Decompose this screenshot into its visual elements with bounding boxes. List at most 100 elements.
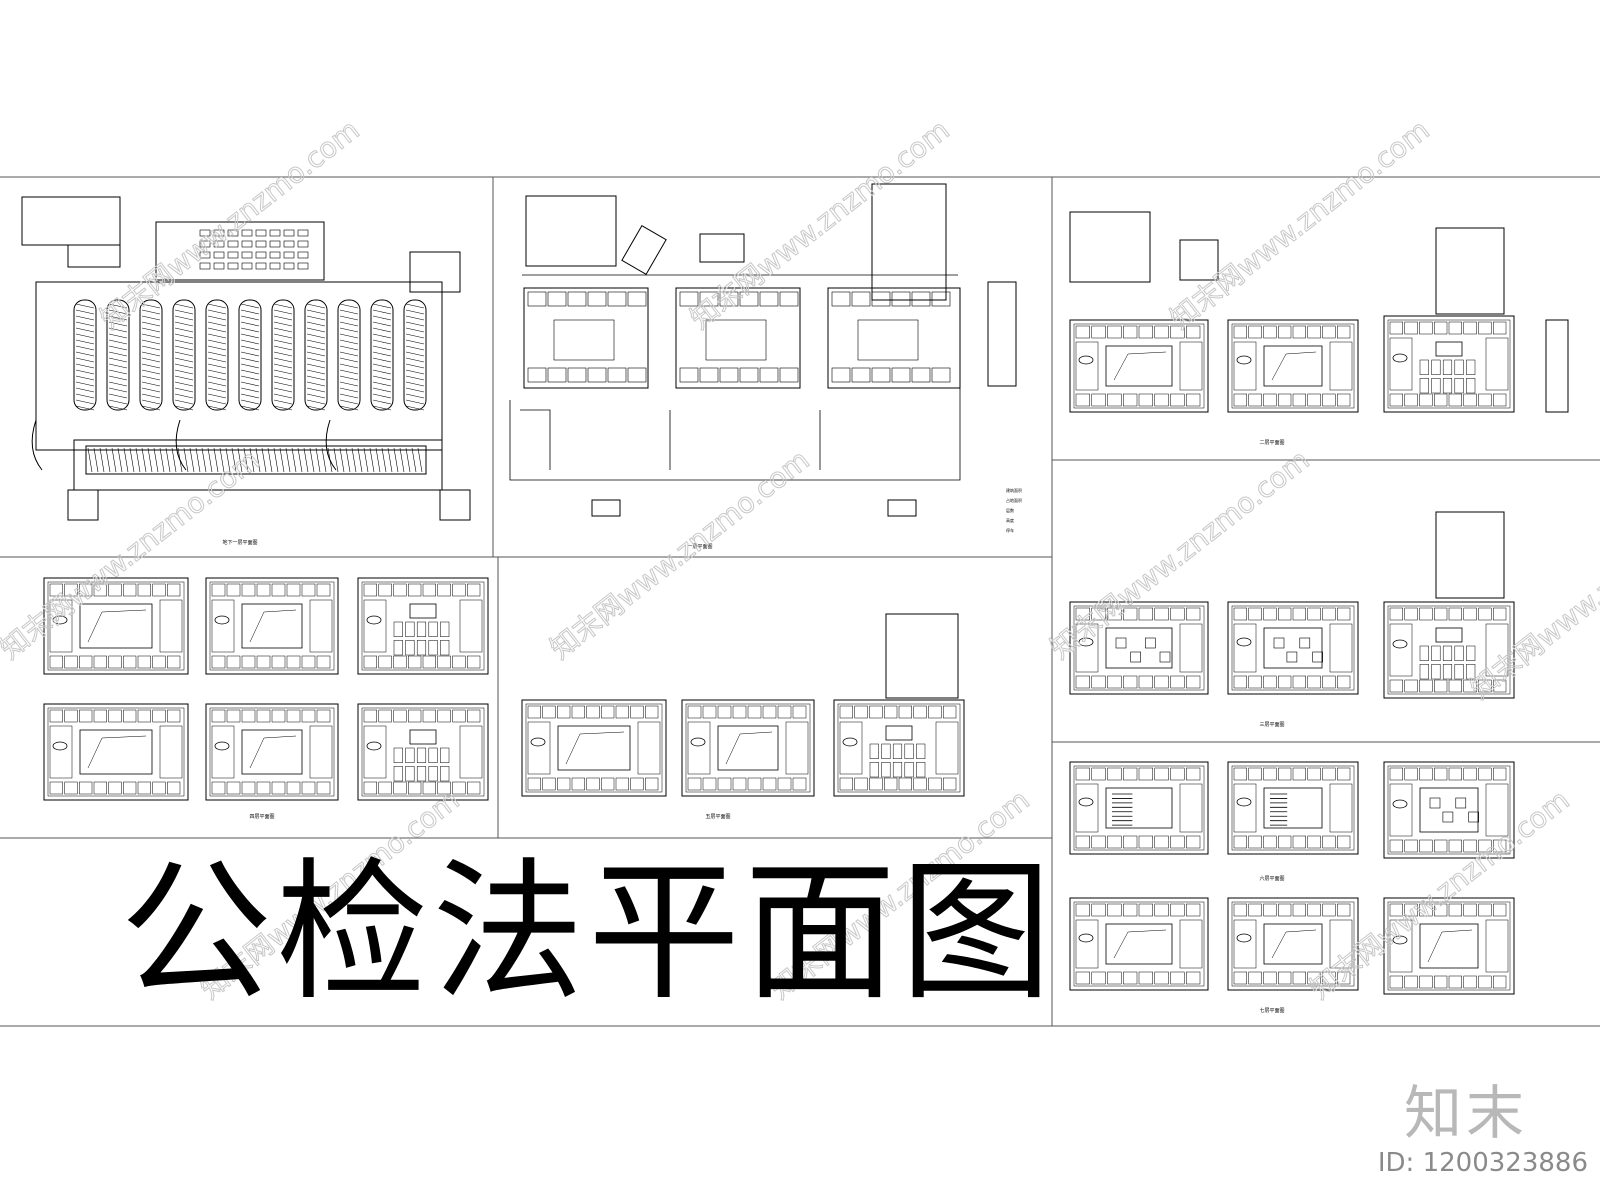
stair-plan [1545, 319, 1569, 413]
parking-row [139, 299, 163, 411]
lower-left-caption: 四层平面图 [249, 814, 274, 820]
room [739, 367, 759, 383]
tower-plan [885, 613, 959, 699]
room [719, 367, 739, 383]
parking-row [370, 299, 394, 411]
svg-text:停车: 停车 [1006, 527, 1014, 533]
annex-plan [1179, 239, 1219, 281]
floor-plan [43, 577, 189, 675]
site-notes: 建筑面积 占地面积 层数 高度 停车 [1006, 487, 1022, 533]
floor-plan [1227, 761, 1359, 855]
image-id: ID: 1200323886 [1377, 1148, 1588, 1178]
tower-plan [1435, 511, 1505, 599]
drawing-title: 公检法平面图 [120, 844, 1056, 1021]
watermark-text: 知末网www.znzmo.com [1464, 483, 1600, 705]
watermark-text: 知末网www.znzmo.com [0, 443, 266, 665]
room [627, 291, 647, 307]
room [705, 319, 767, 361]
parking-row [172, 299, 196, 411]
room [831, 367, 851, 383]
room [911, 367, 931, 383]
lower-right-b-caption: 七层平面图 [1259, 1007, 1284, 1014]
room [553, 319, 615, 361]
floor-plan [357, 577, 489, 675]
floor-plan [833, 699, 965, 797]
floor-plan [43, 703, 189, 801]
ground-plan: 一层平面图 建筑面积 占地面积 层数 高度 停车 [509, 183, 1022, 550]
room [587, 367, 607, 383]
floor-plans [43, 211, 1569, 995]
svg-text:建筑面积: 建筑面积 [1006, 487, 1022, 493]
parking-row [106, 299, 130, 411]
floor-plan [681, 699, 815, 797]
watermark-text: 知末网www.znzmo.com [1164, 113, 1436, 335]
room [779, 291, 799, 307]
tower-plan [1435, 227, 1505, 315]
floor-plan [1383, 897, 1515, 995]
watermark-text: 知末网www.znzmo.com [1304, 783, 1576, 1005]
floor-plan [1383, 601, 1515, 699]
floor-plan [1069, 601, 1209, 695]
watermark-text: 知末网www.znzmo.com [544, 443, 816, 665]
room [547, 367, 567, 383]
parking-hatch [75, 229, 425, 473]
basement-plan: 地下一层平面图 [21, 196, 471, 546]
room [679, 367, 699, 383]
room [607, 291, 627, 307]
annex-plan [1069, 211, 1151, 283]
svg-text:层数: 层数 [1006, 507, 1014, 513]
svg-text:高度: 高度 [1006, 517, 1014, 523]
room [607, 367, 627, 383]
brand-logo: 知末 [1404, 1079, 1529, 1147]
middle-right-caption: 三层平面图 [1259, 722, 1284, 728]
parking-row [403, 299, 427, 411]
room [567, 367, 587, 383]
room [871, 367, 891, 383]
room [587, 291, 607, 307]
watermark-text: 知末网www.znzmo.com [684, 113, 956, 335]
room [857, 319, 919, 361]
lower-right-a-caption: 六层平面图 [1259, 875, 1284, 882]
floor-plan [521, 699, 667, 797]
lower-mid-caption: 五层平面图 [705, 814, 730, 820]
room [831, 291, 851, 307]
parking-row [304, 299, 328, 411]
parking-row [238, 299, 262, 411]
upper-right-caption: 二层平面图 [1259, 440, 1284, 446]
floor-plan [357, 703, 489, 801]
parking-row [73, 299, 97, 411]
room [911, 291, 931, 307]
basement-caption: 地下一层平面图 [222, 539, 257, 546]
room [719, 291, 739, 307]
floor-plan [1383, 315, 1515, 413]
room [851, 367, 871, 383]
room [851, 291, 871, 307]
floor-plan [1069, 897, 1209, 991]
room [699, 367, 719, 383]
floor-plan [1383, 761, 1515, 859]
parking-row [205, 299, 229, 411]
room [891, 367, 911, 383]
room [759, 367, 779, 383]
room [871, 291, 891, 307]
room [891, 291, 911, 307]
floor-plan [1069, 319, 1209, 413]
floor-plan [1227, 601, 1359, 695]
floor-plan [205, 577, 339, 675]
room [567, 291, 587, 307]
floor-plan [205, 703, 339, 801]
room [931, 367, 951, 383]
parking-rows [73, 299, 427, 475]
ground-rooms [527, 291, 951, 383]
watermark-text: 知末网www.znzmo.com [94, 113, 366, 335]
room [779, 367, 799, 383]
room [759, 291, 779, 307]
room [547, 291, 567, 307]
room [699, 291, 719, 307]
room [739, 291, 759, 307]
sheet-frame [0, 176, 1600, 1027]
room [527, 291, 547, 307]
parking-row [337, 299, 361, 411]
floor-plan [1069, 761, 1209, 855]
